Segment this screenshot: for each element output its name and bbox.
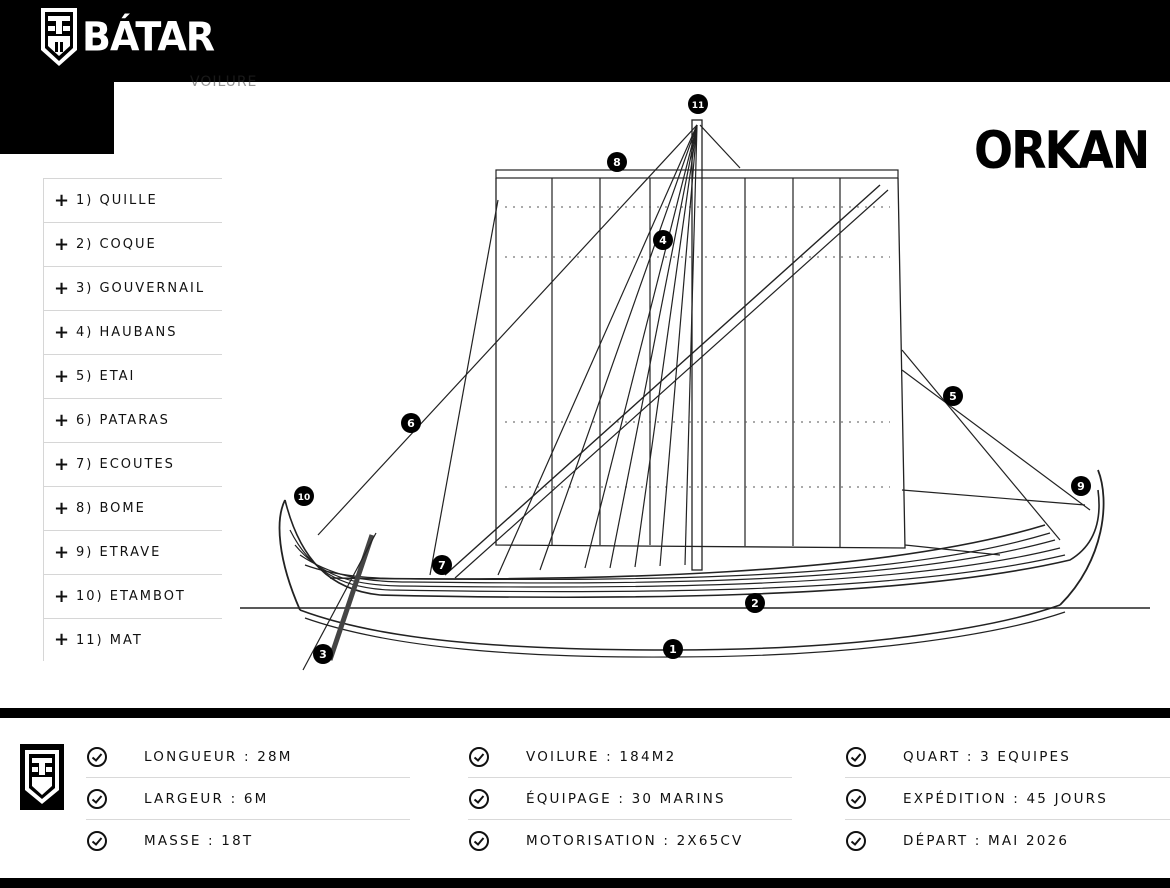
viking-helmet-shield-icon (25, 750, 59, 804)
menu-item-label: 4) HAUBANS (76, 325, 178, 340)
check-circle-icon (87, 789, 107, 809)
menu-item-ecoutes[interactable]: +7) ECOUTES (44, 442, 222, 486)
menu-item-label: 2) COQUE (76, 237, 157, 252)
plus-icon: + (54, 629, 72, 650)
menu-item-coque[interactable]: +2) COQUE (44, 222, 222, 266)
callout-2[interactable]: 2 (745, 593, 765, 613)
plus-icon: + (54, 365, 72, 387)
svg-text:3: 3 (319, 648, 327, 661)
ship-title: ORKAN (974, 120, 1150, 181)
callout-11[interactable]: 11 (688, 94, 708, 114)
ship-diagram (240, 119, 1150, 671)
specs-column-2: VOILURE : 184M2 ÉQUIPAGE : 30 MARINS MOT… (468, 736, 792, 862)
callout-6[interactable]: 6 (401, 413, 421, 433)
callout-7[interactable]: 7 (432, 555, 452, 575)
menu-item-label: 6) PATARAS (76, 413, 170, 428)
spec-item: DÉPART : MAI 2026 (845, 820, 1108, 862)
check-circle-icon (87, 747, 107, 767)
check-circle-icon (469, 747, 489, 767)
svg-text:6: 6 (407, 417, 415, 430)
svg-text:9: 9 (1077, 480, 1085, 493)
diagram-callouts: 1 2 3 4 5 6 7 8 9 10 11 (294, 94, 1091, 664)
callout-9[interactable]: 9 (1071, 476, 1091, 496)
plus-icon: + (54, 453, 72, 475)
svg-text:7: 7 (438, 559, 446, 572)
plus-icon: + (54, 233, 72, 255)
menu-item-pataras[interactable]: +6) PATARAS (44, 398, 222, 442)
plus-icon: + (54, 541, 72, 563)
specs-column-1: LONGUEUR : 28M LARGEUR : 6M MASSE : 18T (86, 736, 410, 862)
callout-10[interactable]: 10 (294, 486, 314, 506)
spec-item: MOTORISATION : 2X65CV (468, 820, 743, 862)
callout-5[interactable]: 5 (943, 386, 963, 406)
brand-logo[interactable]: BÁTAR (38, 6, 215, 68)
check-circle-icon (846, 747, 866, 767)
viking-helmet-shield-icon (41, 8, 77, 66)
menu-item-label: 1) QUILLE (76, 193, 158, 208)
svg-text:2: 2 (751, 597, 759, 610)
menu-item-gouvernail[interactable]: +3) GOUVERNAIL (44, 266, 222, 310)
spec-item: EXPÉDITION : 45 JOURS (845, 778, 1170, 820)
menu-item-label: 9) ETRAVE (76, 545, 162, 560)
menu-item-label: 5) ETAI (76, 369, 136, 384)
menu-item-etrave[interactable]: +9) ETRAVE (44, 530, 222, 574)
spec-item: MASSE : 18T (86, 820, 293, 862)
plus-icon: + (54, 321, 72, 343)
parts-menu: +1) QUILLE +2) COQUE +3) GOUVERNAIL +4) … (43, 178, 222, 661)
check-circle-icon (469, 789, 489, 809)
spec-item: LARGEUR : 6M (86, 778, 410, 820)
check-circle-icon (469, 831, 489, 851)
plus-icon: + (54, 497, 72, 519)
check-circle-icon (846, 789, 866, 809)
spec-item: LONGUEUR : 28M (86, 736, 410, 778)
svg-text:10: 10 (298, 493, 311, 503)
menu-item-label: 10) ETAMBOT (76, 589, 186, 604)
svg-text:5: 5 (949, 390, 957, 403)
footer-logo (20, 744, 64, 810)
svg-text:11: 11 (692, 101, 705, 111)
check-circle-icon (87, 831, 107, 851)
menu-item-quille[interactable]: +1) QUILLE (44, 178, 222, 222)
svg-text:1: 1 (669, 643, 677, 656)
plus-icon: + (54, 277, 72, 299)
plus-icon: + (54, 409, 72, 431)
specs-column-3: QUART : 3 EQUIPES EXPÉDITION : 45 JOURS … (845, 736, 1170, 862)
nav-ghost-label: VOILURE (190, 74, 258, 90)
check-circle-icon (846, 831, 866, 851)
menu-item-haubans[interactable]: +4) HAUBANS (44, 310, 222, 354)
menu-item-mat[interactable]: +11) MAT (44, 618, 222, 661)
callout-3[interactable]: 3 (313, 644, 333, 664)
spec-item: QUART : 3 EQUIPES (845, 736, 1170, 778)
menu-item-bome[interactable]: +8) BOME (44, 486, 222, 530)
callout-4[interactable]: 4 (653, 230, 673, 250)
svg-text:8: 8 (613, 156, 621, 169)
plus-icon: + (54, 189, 72, 211)
footer-band (0, 878, 1170, 888)
svg-text:4: 4 (659, 234, 667, 247)
menu-item-etai[interactable]: +5) ETAI (44, 354, 222, 398)
plus-icon: + (54, 585, 72, 607)
menu-item-label: 7) ECOUTES (76, 457, 175, 472)
diagram-card (114, 82, 1170, 708)
spec-item: ÉQUIPAGE : 30 MARINS (468, 778, 792, 820)
menu-item-etambot[interactable]: +10) ETAMBOT (44, 574, 222, 618)
spec-item: VOILURE : 184M2 (468, 736, 792, 778)
menu-item-label: 3) GOUVERNAIL (76, 281, 206, 296)
callout-1[interactable]: 1 (663, 639, 683, 659)
menu-item-label: 11) MAT (76, 632, 143, 648)
callout-8[interactable]: 8 (607, 152, 627, 172)
brand-name: BÁTAR (82, 13, 215, 61)
header-bar (0, 0, 1170, 82)
divider-band (0, 708, 1170, 718)
menu-item-label: 8) BOME (76, 501, 146, 516)
header-corner (0, 82, 114, 154)
